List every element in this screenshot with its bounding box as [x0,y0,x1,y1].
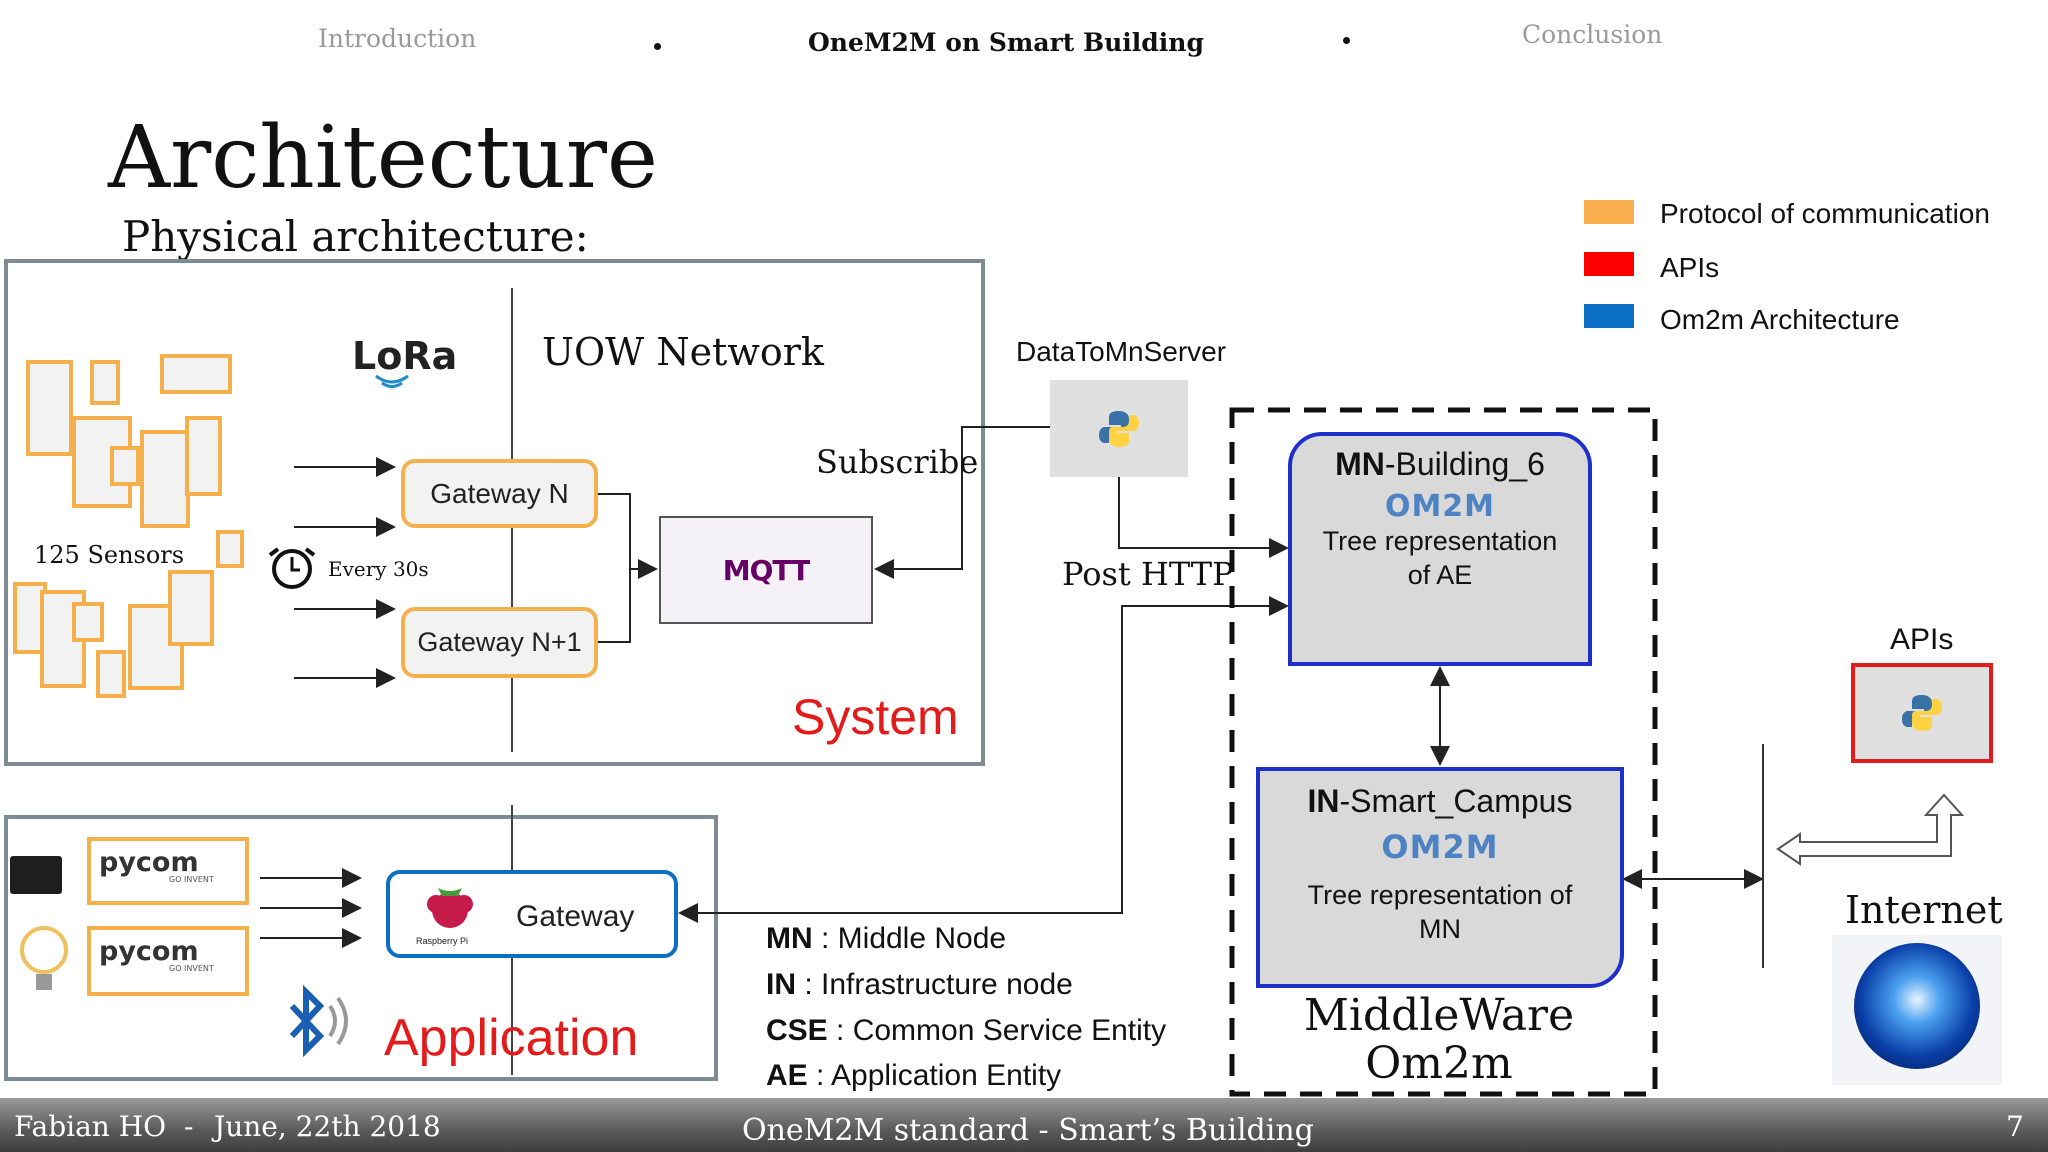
application-frame [4,815,718,1081]
nav-dot [654,43,661,50]
legend-label-apis: APIs [1660,252,1720,283]
lora-wave-icon [375,374,409,388]
post-http-label: Post HTTP [1062,555,1234,593]
gateway-label: Gateway [516,900,635,933]
apis-box[interactable] [1851,663,1993,763]
subscribe-label: Subscribe [816,443,979,481]
footer-separator: - [184,1110,194,1143]
page-subtitle: Physical architecture: [122,212,589,261]
definition-mn: MN : Middle Node [766,922,1007,955]
sensor [96,650,126,698]
mqtt-logo: MQTT [722,553,811,587]
legend-label-protocol: Protocol of communication [1660,198,1990,229]
system-label: System [792,689,959,745]
page-title: Architecture [108,108,658,208]
om2m-logo: OM2M [1381,828,1499,866]
in-smart-campus-node[interactable]: IN-Smart_Campus OM2M Tree representation… [1256,767,1624,988]
legend-swatch-protocol [1584,200,1634,224]
in-title: IN-Smart_Campus [1307,783,1573,819]
lora-logo: LoRa [352,334,458,378]
legend-swatch-om2m [1584,304,1634,328]
sensor [216,530,244,568]
globe-frame [1832,935,2002,1085]
sensors-count: 125 Sensors [32,541,187,569]
sensor [128,604,184,690]
device-board-icon [10,856,62,894]
python-icon [1099,410,1139,447]
sensor [26,360,73,456]
mqtt-broker[interactable]: MQTT [659,516,873,624]
footer-author: Fabian HO [14,1110,167,1143]
interval-label: Every 30s [328,557,429,581]
sensor [185,416,222,496]
om2m-logo: OM2M [1384,489,1496,524]
mn-building-node[interactable]: MN-Building_6 OM2M Tree representation o… [1288,432,1592,666]
server-label: DataToMnServer [1016,336,1227,367]
footer-title: OneM2M standard - Smart’s Building [742,1113,1314,1148]
apis-label: APIs [1890,623,1954,656]
legend-label-om2m: Om2m Architecture [1660,304,1900,335]
sensor [72,602,104,642]
raspberry-pi-label: Raspberry Pi [416,936,469,946]
system-frame [4,259,985,766]
definition-ae: AE : Application Entity [766,1059,1062,1092]
sensor [90,360,120,405]
nav-introduction[interactable]: Introduction [318,24,477,53]
gateway-n[interactable]: Gateway N [401,459,598,528]
application-gateway[interactable]: Raspberry Pi Gateway [386,870,678,958]
sensor [140,430,190,528]
mn-title: MN-Building_6 [1335,446,1545,482]
definition-cse: CSE : Common Service Entity [766,1014,1167,1047]
bulb-icon [20,926,68,990]
raspberry-pi-icon [427,888,473,928]
footer-date: June, 22th 2018 [214,1110,441,1143]
sensor [110,446,140,486]
application-label: Application [384,1009,639,1067]
timer-icon [268,547,316,589]
python-icon [1902,695,1942,731]
internet-label: Internet [1845,888,2003,932]
network-label: UOW Network [542,330,824,374]
footer-page-number: 7 [2006,1110,2024,1143]
globe-icon [1854,943,1980,1069]
footer-bar [0,1098,2048,1152]
mn-description: Tree representation of AE [1322,526,1558,590]
nav-conclusion[interactable]: Conclusion [1522,20,1663,49]
sensor [168,570,214,646]
server-box[interactable] [1050,380,1188,477]
definition-in: IN : Infrastructure node [766,968,1073,1001]
sensor [160,354,232,394]
in-description: Tree representation of MN [1307,880,1573,944]
middleware-frame [1229,407,1658,1097]
nav-onem2m[interactable]: OneM2M on Smart Building [808,28,1204,57]
nav-dot [1343,37,1350,44]
gateway-n1[interactable]: Gateway N+1 [401,607,598,678]
legend-swatch-apis [1584,252,1634,276]
bluetooth-icon [289,984,348,1058]
